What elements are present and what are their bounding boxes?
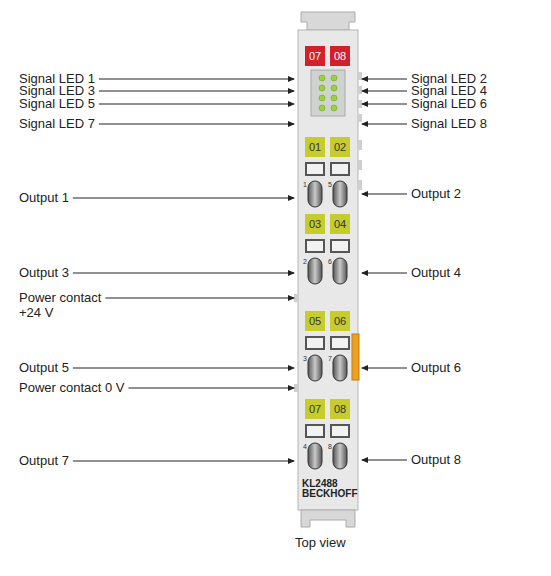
pin-number: 7 (328, 355, 332, 363)
pin-number: 8 (328, 443, 332, 451)
leader-line (99, 104, 294, 105)
channel-tab: 07 (305, 399, 325, 419)
leader-line (73, 198, 294, 199)
channel-tab: 01 (305, 137, 325, 157)
callout-label: Output 6 (411, 360, 461, 375)
callout-label: Output 3 (19, 265, 69, 280)
callout-label: Output 1 (19, 190, 69, 205)
channel-tab: 04 (330, 214, 350, 234)
spring-terminals (305, 162, 350, 469)
channel-number: 04 (334, 218, 346, 230)
leader-line (99, 91, 294, 92)
channel-number: 08 (334, 403, 346, 415)
channel-tab: 06 (330, 311, 350, 331)
model-number: KL2488 (302, 479, 338, 489)
pin-number: 4 (303, 443, 307, 451)
callout-label: Power contact +24 V (19, 290, 111, 320)
channel-number: 02 (334, 141, 346, 153)
callout-label: Signal LED 6 (411, 96, 487, 111)
callout-label: Output 4 (411, 265, 461, 280)
callout-label: Signal LED 3 (19, 83, 95, 98)
bottom-clip (301, 510, 355, 527)
leader-line (129, 388, 295, 389)
callout-label: Output 7 (19, 453, 69, 468)
callout-label: Signal LED 4 (411, 83, 487, 98)
leader-line (73, 368, 294, 369)
leader-line (362, 104, 407, 105)
channel-tab: 07 (305, 46, 325, 66)
channel-number: 01 (309, 141, 321, 153)
power-contact-strip (352, 334, 359, 380)
leader-line (99, 79, 294, 80)
leader-line (362, 460, 407, 461)
callout-label: Signal LED 7 (19, 116, 95, 131)
brand-name: BECKHOFF (302, 489, 358, 499)
side-ribs (294, 72, 362, 392)
led-window (311, 70, 345, 116)
channel-tab: 08 (330, 46, 350, 66)
channel-number: 08 (334, 50, 346, 62)
leader-line (105, 298, 294, 299)
leader-line (73, 273, 294, 274)
caption: Top view (295, 535, 346, 550)
callout-label: Output 8 (411, 452, 461, 467)
callout-label: Power contact 0 V (19, 380, 125, 395)
pin-number: 5 (328, 181, 332, 189)
leader-line (73, 461, 294, 462)
leader-line (99, 124, 294, 125)
channel-number: 05 (309, 315, 321, 327)
leader-line (362, 368, 407, 369)
leader-line (362, 273, 407, 274)
leader-line (362, 194, 407, 195)
leader-line (362, 124, 407, 125)
led-dots (319, 75, 337, 111)
channel-number: 06 (334, 315, 346, 327)
channel-tab: 02 (330, 137, 350, 157)
pin-number: 1 (303, 181, 307, 189)
leader-line (362, 91, 407, 92)
pin-number: 6 (328, 258, 332, 266)
pin-number: 2 (303, 258, 307, 266)
top-clip (301, 12, 355, 30)
channel-tab: 08 (330, 399, 350, 419)
channel-number: 07 (309, 50, 321, 62)
channel-number: 03 (309, 218, 321, 230)
callout-label: Output 2 (411, 186, 461, 201)
channel-tab: 03 (305, 214, 325, 234)
channel-number: 07 (309, 403, 321, 415)
callout-label: Signal LED 8 (411, 116, 487, 131)
callout-label: Signal LED 5 (19, 96, 95, 111)
channel-tab: 05 (305, 311, 325, 331)
callout-label: Output 5 (19, 360, 69, 375)
leader-line (362, 79, 407, 80)
housing (298, 30, 358, 510)
pin-number: 3 (303, 355, 307, 363)
